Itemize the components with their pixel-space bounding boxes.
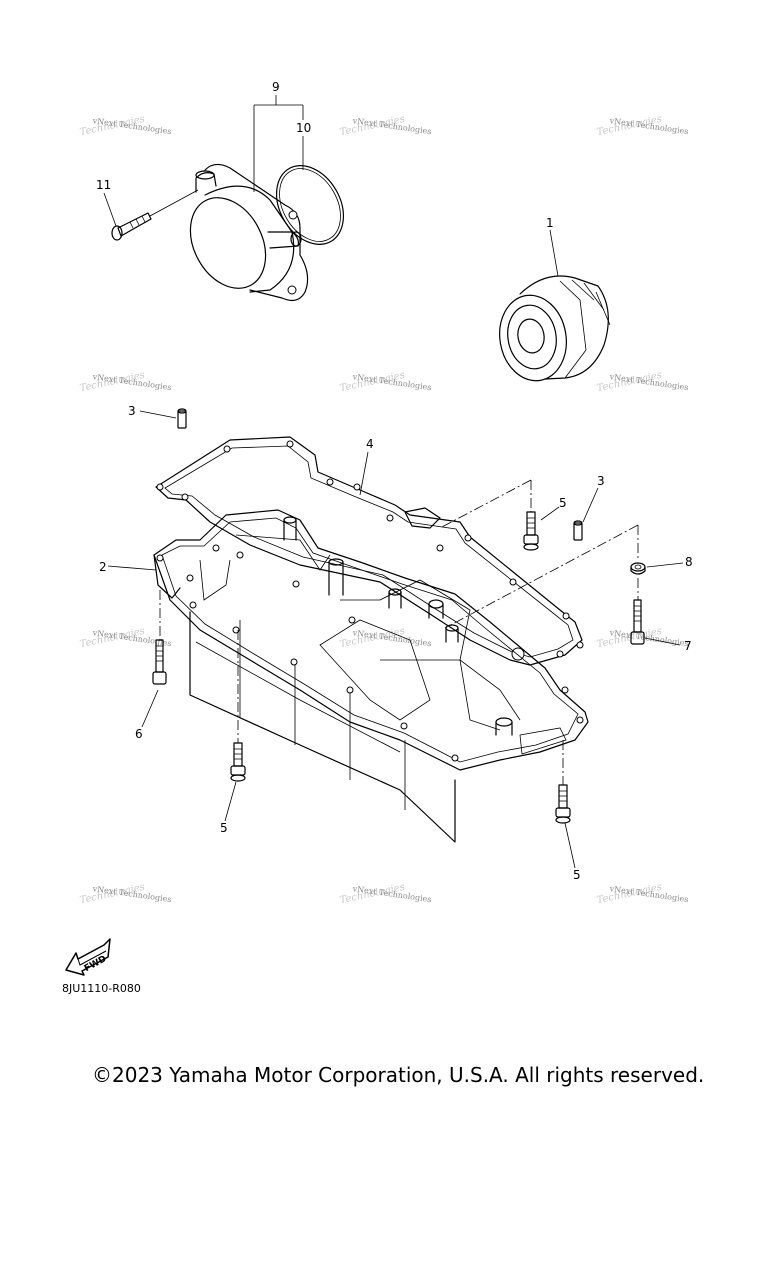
callout-7[interactable]: 7 — [684, 639, 692, 653]
watermark: Technologies vNext Technologies — [79, 114, 172, 139]
callout-5c[interactable]: 5 — [573, 868, 581, 882]
watermarks: Technologies vNext Technologies Technolo… — [79, 114, 689, 907]
bolt-part-11[interactable] — [111, 189, 199, 241]
watermark: Technologies vNext Technologies — [596, 370, 689, 395]
bolt-part-5b[interactable] — [230, 742, 246, 782]
watermark: Technologies vNext Technologies — [79, 370, 172, 395]
callout-2[interactable]: 2 — [99, 560, 107, 574]
oil-cooler-part-9[interactable] — [175, 163, 309, 302]
gasket-part-4[interactable] — [155, 436, 584, 666]
watermark: Technologies vNext Technologies — [596, 882, 689, 907]
callout-4[interactable]: 4 — [366, 437, 374, 451]
callout-6[interactable]: 6 — [135, 727, 143, 741]
callout-9[interactable]: 9 — [272, 80, 280, 94]
callouts: 9 10 11 1 3 4 3 5 2 8 7 6 5 5 — [96, 80, 693, 882]
callout-3a[interactable]: 3 — [128, 404, 136, 418]
gasket-bolt-holes — [156, 440, 584, 661]
copyright-notice: ©2023 Yamaha Motor Corporation, U.S.A. A… — [92, 1063, 705, 1087]
watermark: Technologies vNext Technologies — [339, 370, 432, 395]
fwd-arrow-icon: FWD — [65, 938, 111, 976]
watermark: Technologies vNext Technologies — [339, 114, 432, 139]
callout-3b[interactable]: 3 — [597, 474, 605, 488]
dowel-pin-part-3b[interactable] — [573, 520, 583, 541]
bolt-part-7[interactable] — [630, 599, 645, 645]
o-ring-part-10[interactable] — [263, 154, 357, 257]
reference-code: 8JU1110-R080 — [62, 982, 141, 995]
oil-pan-bolt-holes — [156, 544, 584, 762]
washer-part-8[interactable] — [630, 562, 646, 575]
dowel-pin-part-3a[interactable] — [177, 408, 187, 429]
assembly-lines — [159, 479, 639, 785]
bolt-part-6[interactable] — [152, 639, 167, 685]
bolt-part-5c[interactable] — [555, 784, 571, 824]
watermark: Technologies vNext Technologies — [79, 626, 172, 651]
watermark: Technologies vNext Technologies — [339, 882, 432, 907]
callout-11[interactable]: 11 — [96, 178, 111, 192]
oil-pan-part-2[interactable] — [153, 509, 589, 843]
callout-5b[interactable]: 5 — [220, 821, 228, 835]
watermark: Technologies vNext Technologies — [596, 114, 689, 139]
callout-1[interactable]: 1 — [546, 216, 554, 230]
oil-filter-part-1[interactable] — [493, 275, 611, 386]
watermark: Technologies vNext Technologies — [596, 626, 689, 651]
callout-10[interactable]: 10 — [296, 121, 311, 135]
watermark: Technologies vNext Technologies — [339, 626, 432, 651]
watermark: Technologies vNext Technologies — [79, 882, 172, 907]
bolt-part-5a[interactable] — [523, 511, 539, 551]
callout-8[interactable]: 8 — [685, 555, 693, 569]
callout-5a[interactable]: 5 — [559, 496, 567, 510]
leader-lines — [103, 95, 684, 869]
